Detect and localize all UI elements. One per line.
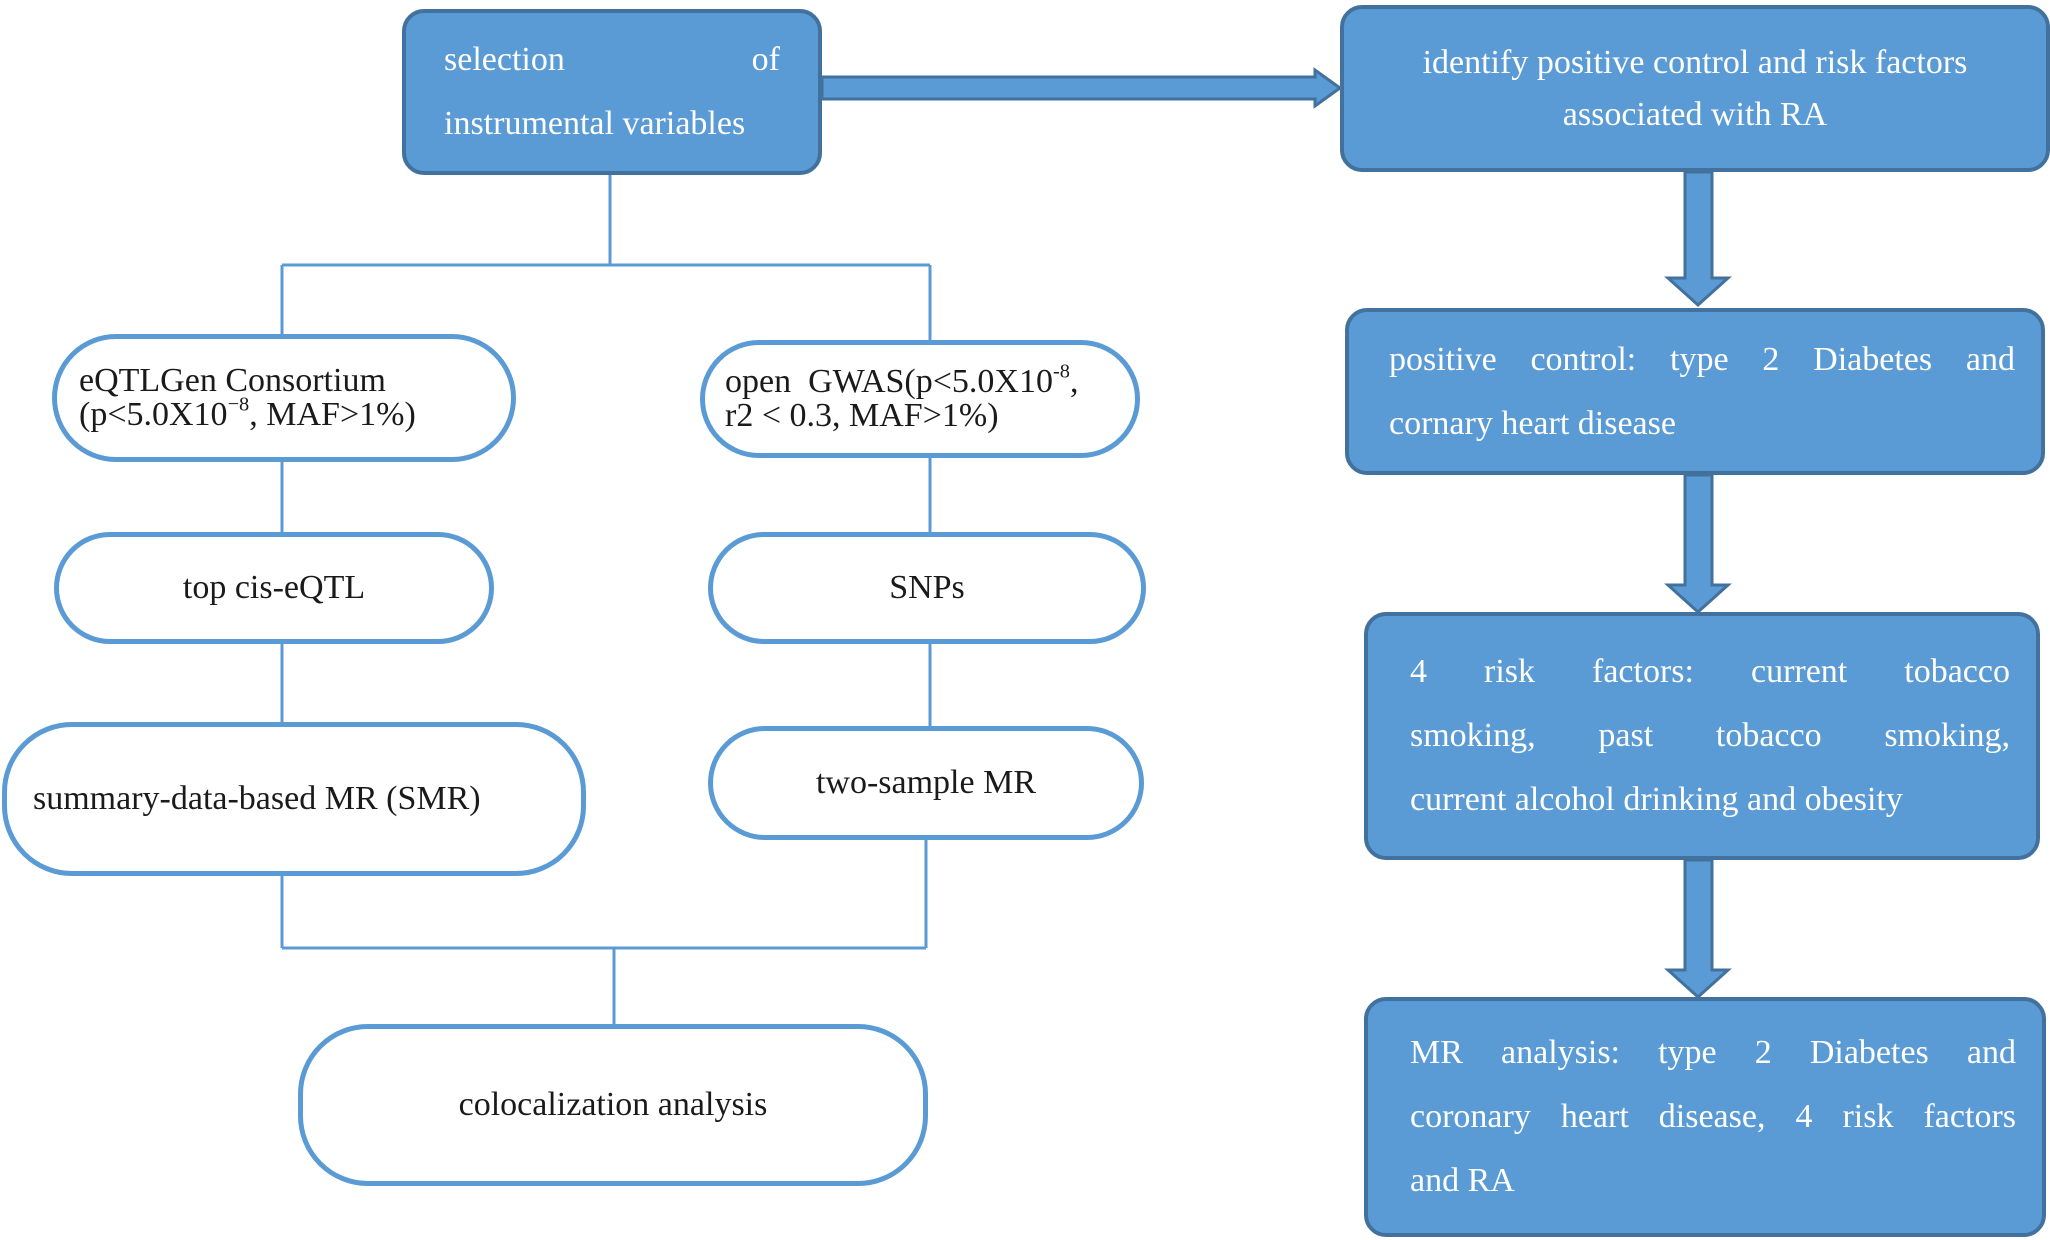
gwas-line2: r2 < 0.3, MAF>1%) xyxy=(725,397,999,434)
identify-line1: identify positive control and risk facto… xyxy=(1422,43,1968,81)
two-sample-label: two-sample MR xyxy=(815,764,1037,801)
smr-box: summary-data-based MR (SMR) xyxy=(2,722,586,876)
smr-label: summary-data-based MR (SMR) xyxy=(33,780,481,817)
snps-label: SNPs xyxy=(889,569,965,606)
mr-line3: and RA xyxy=(1410,1162,1515,1199)
selection-box: selection of instrumental variables xyxy=(402,9,822,175)
gwas-line1: open GWAS(p<5.0X10-8, xyxy=(725,360,1079,400)
coloc-box: colocalization analysis xyxy=(298,1024,928,1186)
snps-box: SNPs xyxy=(708,532,1146,644)
eqtlgen-box: eQTLGen Consortium (p<5.0X10−8, MAF>1%) xyxy=(52,334,516,462)
positive-line2: cornary heart disease xyxy=(1389,404,1676,442)
positive-control-box: positive control: type 2 Diabetes and co… xyxy=(1345,308,2045,475)
identify-box: identify positive control and risk facto… xyxy=(1340,5,2050,172)
risk-line1: 4 risk factors: current tobacco xyxy=(1410,653,2010,690)
mr-line2: coronary heart disease, 4 risk factors xyxy=(1410,1098,2016,1135)
cis-eqtl-label: top cis-eQTL xyxy=(182,569,366,606)
risk-line2: smoking, past tobacco smoking, xyxy=(1410,717,2010,754)
coloc-label: colocalization analysis xyxy=(458,1086,768,1123)
arrow-down-1 xyxy=(1664,170,1732,308)
risk-line3: current alcohol drinking and obesity xyxy=(1410,781,1903,818)
eqtlgen-line1: eQTLGen Consortium xyxy=(79,362,386,399)
cis-eqtl-box: top cis-eQTL xyxy=(54,532,494,644)
risk-factors-box: 4 risk factors: current tobacco smoking,… xyxy=(1364,612,2040,860)
mr-line1: MR analysis: type 2 Diabetes and xyxy=(1410,1034,2016,1071)
arrow-down-3 xyxy=(1664,858,1732,1000)
positive-line1: positive control: type 2 Diabetes and xyxy=(1389,340,2015,378)
gwas-box: open GWAS(p<5.0X10-8, r2 < 0.3, MAF>1%) xyxy=(700,340,1140,458)
arrow-down-2 xyxy=(1664,473,1732,615)
left-tree-lines xyxy=(280,175,932,1024)
arrow-right xyxy=(820,67,1343,109)
selection-label-line2: instrumental variables xyxy=(444,105,746,142)
selection-label-a: selection xyxy=(444,41,565,78)
mr-analysis-box: MR analysis: type 2 Diabetes and coronar… xyxy=(1364,997,2046,1237)
selection-label-b: of xyxy=(751,41,780,78)
identify-line2: associated with RA xyxy=(1562,95,1828,133)
eqtlgen-line2: (p<5.0X10−8, MAF>1%) xyxy=(79,393,416,433)
two-sample-box: two-sample MR xyxy=(708,726,1144,840)
